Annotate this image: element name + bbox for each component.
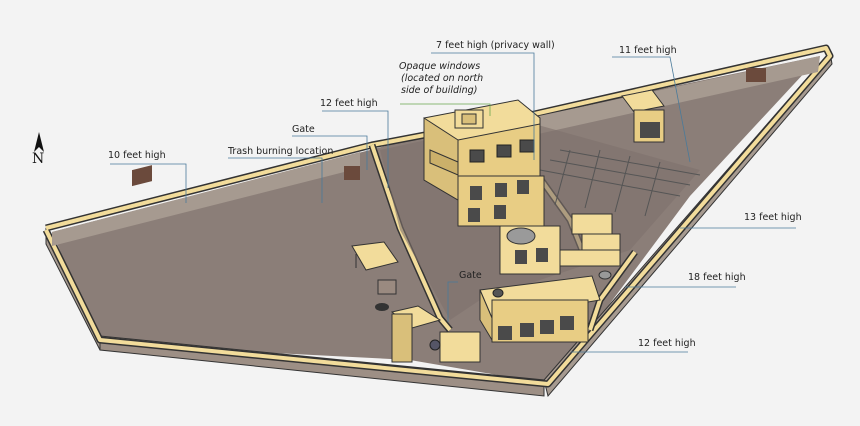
label-gate-top: Gate: [292, 124, 315, 135]
label-twelve-feet-bottom: 12 feet high: [638, 338, 696, 349]
compass-letter: N: [32, 151, 45, 167]
label-opaque-windows-2: (located on north: [401, 73, 484, 84]
brick-patch: [746, 68, 766, 82]
inner-wall-west-fill: [370, 144, 452, 332]
label-gate-bottom: Gate: [459, 270, 482, 281]
dish-small: [598, 270, 612, 280]
brick-patch: [344, 166, 360, 180]
outer-wall-top-fill: [44, 46, 832, 386]
label-opaque-windows-3: side of building): [401, 85, 478, 96]
leader-line-opaque: [400, 103, 491, 116]
label-privacy-wall: 7 feet high (privacy wall): [436, 40, 555, 51]
shed-northeast: [621, 89, 665, 143]
brick-patch: [132, 165, 152, 187]
trash-burning-shelter: [351, 241, 399, 311]
label-twelve-feet-top: 12 feet high: [320, 98, 378, 109]
main-building: [423, 99, 545, 227]
leader-lines: [110, 52, 796, 353]
label-opaque-windows-1: Opaque windows: [399, 61, 481, 72]
outer-wall-north-face: [52, 152, 360, 246]
label-eighteen-feet: 18 feet high: [688, 272, 746, 283]
shed-east: [559, 213, 621, 267]
dish-building: [499, 225, 561, 275]
label-thirteen-feet: 13 feet high: [744, 212, 802, 223]
outer-wall-northeast-face: [520, 56, 820, 138]
guest-house: [479, 275, 601, 343]
label-eleven-feet: 11 feet high: [619, 45, 677, 56]
grid-trellis: [539, 149, 701, 217]
gatehouse-bottom: [390, 305, 481, 363]
label-ten-feet: 10 feet high: [108, 150, 166, 161]
north-arrow-icon: [34, 132, 44, 152]
label-trash-burning: Trash burning location: [228, 146, 334, 157]
